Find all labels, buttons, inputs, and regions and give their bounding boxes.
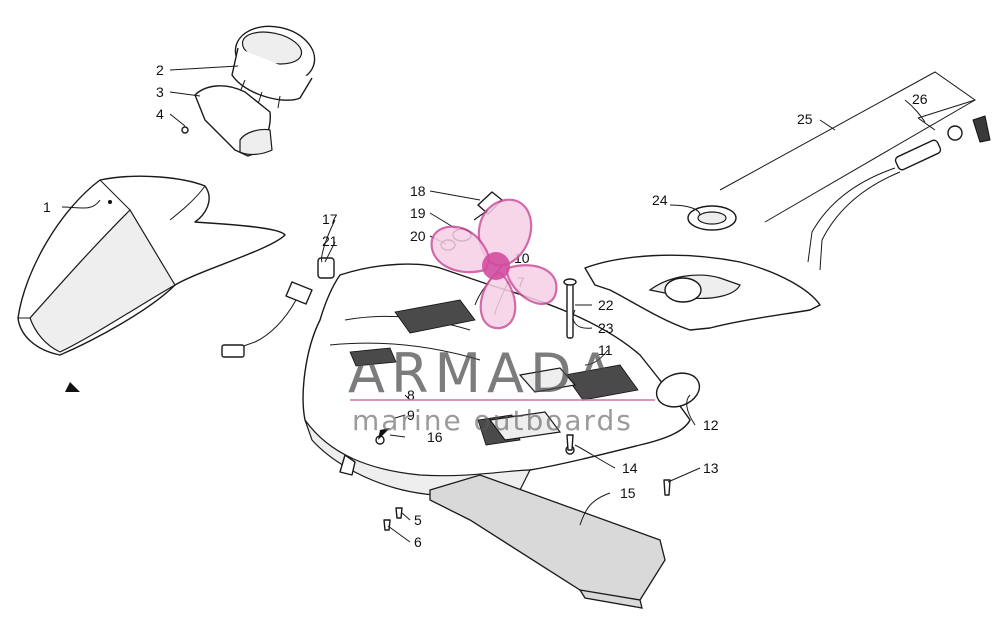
callout-20: 20 <box>410 228 426 244</box>
callout-1: 1 <box>43 199 51 215</box>
callout-12: 12 <box>703 417 719 433</box>
round-cap <box>655 372 701 408</box>
callout-19: 19 <box>410 205 426 221</box>
callout-16: 16 <box>427 429 443 445</box>
callout-9: 9 <box>407 407 415 423</box>
long-bolt <box>563 278 577 339</box>
callout-5: 5 <box>414 512 422 528</box>
wire-harness <box>221 257 335 358</box>
watermark-title: ARMADA <box>348 342 620 405</box>
arrow-marker <box>378 428 390 440</box>
callout-24: 24 <box>652 192 668 208</box>
throttle-cable <box>719 71 991 271</box>
foam-mat <box>429 474 666 609</box>
armada-watermark: ARMADA marine outboards <box>348 198 655 437</box>
callout-14: 14 <box>622 460 638 476</box>
watermark-subtitle: marine outboards <box>352 404 633 437</box>
callout-25: 25 <box>797 111 813 127</box>
callout-2: 2 <box>156 62 164 78</box>
propeller-logo-icon <box>430 198 558 330</box>
callout-26: 26 <box>912 91 928 107</box>
callout-4: 4 <box>156 106 164 122</box>
callout-22: 22 <box>598 297 614 313</box>
gauge-bracket <box>181 85 273 157</box>
windshield-hood <box>17 175 286 356</box>
callout-8: 8 <box>407 387 415 403</box>
callout-labels: 1 2 3 4 5 6 7 8 9 10 11 12 13 14 15 16 1… <box>43 62 928 550</box>
console-cover <box>584 205 821 331</box>
callout-21: 21 <box>322 233 338 249</box>
callout-11: 11 <box>598 342 613 358</box>
callout-18: 18 <box>410 183 426 199</box>
callout-13: 13 <box>703 460 719 476</box>
callout-23: 23 <box>598 320 614 336</box>
callout-17: 17 <box>322 211 338 227</box>
screws <box>383 434 671 531</box>
callout-3: 3 <box>156 84 164 100</box>
gauge-pod <box>231 25 316 109</box>
callout-15: 15 <box>620 485 636 501</box>
callout-6: 6 <box>414 534 422 550</box>
arrow-marker <box>65 382 80 392</box>
